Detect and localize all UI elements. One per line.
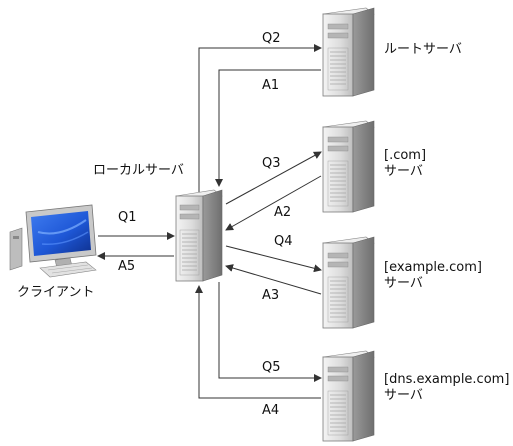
arrow-a4	[195, 285, 321, 399]
root-server-icon	[322, 7, 375, 97]
arrow-a2	[225, 175, 322, 231]
arrow-q5	[218, 282, 322, 382]
local-server-label: ローカルサーバ	[93, 163, 184, 178]
label-a1: A1	[262, 78, 280, 93]
label-a5: A5	[118, 259, 136, 274]
label-q2: Q2	[262, 31, 281, 46]
arrow-a1	[215, 69, 321, 187]
arrow-q3	[225, 151, 322, 205]
dns-server-icon	[322, 350, 375, 442]
client-label: クライアント	[17, 285, 95, 300]
com-server-icon	[322, 120, 375, 213]
local-server-icon	[175, 189, 223, 282]
label-q1: Q1	[118, 210, 137, 225]
example-server-icon	[322, 236, 375, 329]
dns-server-label-line1: [dns.example.com]	[384, 372, 510, 387]
arrow-a3	[225, 264, 322, 295]
example-server-label-line1: [example.com]	[384, 260, 482, 275]
root-server-label: ルートサーバ	[384, 42, 462, 57]
label-q3: Q3	[262, 156, 281, 171]
com-server-label-line1: [.com]	[384, 148, 427, 163]
label-a2: A2	[274, 205, 292, 220]
example-server-label-line2: サーバ	[384, 276, 423, 291]
label-a3: A3	[262, 288, 280, 303]
client-computer-icon	[9, 204, 97, 278]
arrow-q4	[225, 245, 322, 273]
arrow-q2	[198, 44, 322, 192]
dns-server-label-line2: サーバ	[384, 388, 423, 403]
label-a4: A4	[262, 403, 280, 418]
label-q5: Q5	[262, 360, 281, 375]
label-q4: Q4	[274, 234, 293, 249]
com-server-label-line2: サーバ	[384, 164, 423, 179]
